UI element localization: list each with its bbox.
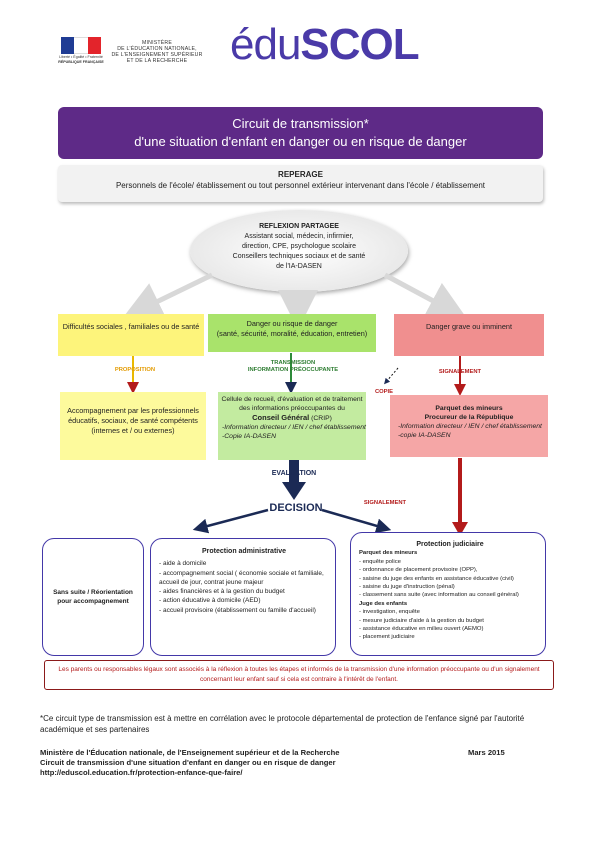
signalement-label: SIGNALEMENT [438,369,482,375]
evaluation-label: EVALUATION [271,470,317,477]
ministry-logo: Liberté • Égalité • Fraternité RÉPUBLIQU… [58,36,210,68]
reperage-text: Personnels de l'école/ établissement ou … [115,181,486,190]
list-item: - classement sans suite (avec informatio… [359,592,519,599]
list-item: - enquête police [359,558,401,565]
flag-motto: Liberté • Égalité • Fraternité [59,55,103,59]
arrow-to-right [383,272,468,320]
ministry-name: MINISTÈRE DE L'ÉDUCATION NATIONALE, DE L… [111,40,203,64]
protection-administrative-box: Protection administrative - aide à domic… [150,538,336,656]
difficultes-box: Difficultés sociales , familiales ou de … [58,314,204,356]
flag-motto-2: RÉPUBLIQUE FRANÇAISE [58,60,104,64]
french-flag-logo: Liberté • Égalité • Fraternité RÉPUBLIQU… [58,37,104,67]
arrow-signalement-long-shaft [458,458,462,524]
reflexion-partagee-ellipse: REFLEXION PARTAGEE Assistant social, méd… [190,210,408,292]
transmission-label: TRANSMISSION INFORMATION PRÉOCCUPANTE [247,360,339,373]
arrow-decision-left [192,508,269,534]
arrow-decision-right [321,508,392,534]
footer-url: http://eduscol.education.fr/protection-e… [40,768,243,777]
decision-label: DECISION [269,502,323,514]
signalement-2-label: SIGNALEMENT [363,500,407,506]
footer-date: Mars 2015 [468,748,505,757]
danger-grave-box: Danger grave ou imminent [394,314,544,356]
list-item: - investigation, enquête [359,609,420,616]
protection-judiciaire-box: Protection judiciaire Parquet des mineur… [350,532,546,656]
parquet-box: Parquet des mineurs Procureur de la Répu… [390,395,548,457]
footnote: *Ce circuit type de transmission est à m… [40,714,525,734]
list-item: - ordonnance de placement provisoire (OP… [359,567,478,574]
arrow-to-left [122,272,214,320]
danger-risque-box: Danger ou risque de danger (santé, sécur… [208,314,376,352]
judiciaire-title: Protection judiciaire [416,541,484,548]
parents-note: Les parents ou responsables légaux sont … [44,660,554,690]
accompagnement-box: Accompagnement par les professionnels éd… [60,392,206,460]
list-item: - accompagnement social ( économie socia… [159,569,324,577]
reflexion-heading: REFLEXION PARTAGEE [259,223,339,230]
arrow-copie [384,367,399,385]
juge-list: - investigation, enquête - mesure judici… [359,608,541,642]
admin-title: Protection administrative [201,548,287,555]
eduscol-logo: éduSCOL [230,20,420,69]
proposition-label: PROPOSITION [114,367,156,373]
copie-label: COPIE [374,389,394,395]
footer-ministry: Ministère de l'Éducation nationale, de l… [40,748,340,757]
list-item: - accueil provisoire (établissement ou f… [159,606,316,614]
list-item: - mesure judiciaire d'aide à la gestion … [359,617,484,624]
page-title: Circuit de transmission* d'une situation… [58,107,543,159]
flag-icon [61,37,101,54]
arrow-evaluation-shaft [289,458,299,484]
arrow-evaluation-head [282,482,306,500]
list-item: - action éducative à domicile (AED) [159,597,261,605]
crip-box: Cellule de recueil, d'évaluation et de t… [218,392,366,460]
list-item: - aides financières et à la gestion du b… [159,588,285,596]
list-item: - saisine du juge d'instruction (pénal) [359,584,455,591]
list-item: accueil de jour, contrat jeune majeur [159,578,264,586]
admin-list: - aide à domicile - accompagnement socia… [159,559,329,615]
list-item: - assistance éducative en milieu ouvert … [359,626,484,633]
footer: Ministère de l'Éducation nationale, de l… [40,748,560,778]
reperage-heading: REPERAGE [278,170,323,179]
parquet-list: - enquête police - ordonnance de placeme… [359,558,541,600]
list-item: - saisine du juge des enfants en assista… [359,575,514,582]
reperage-box: REPERAGE Personnels de l'école/ établiss… [58,165,543,202]
list-item: - aide à domicile [159,560,207,568]
arrow-signalement-long-head [452,522,468,536]
sans-suite-box: Sans suite / Réorientation pour accompag… [42,538,144,656]
list-item: - placement judiciaire [359,634,415,641]
footer-title: Circuit de transmission d'une situation … [40,758,336,767]
